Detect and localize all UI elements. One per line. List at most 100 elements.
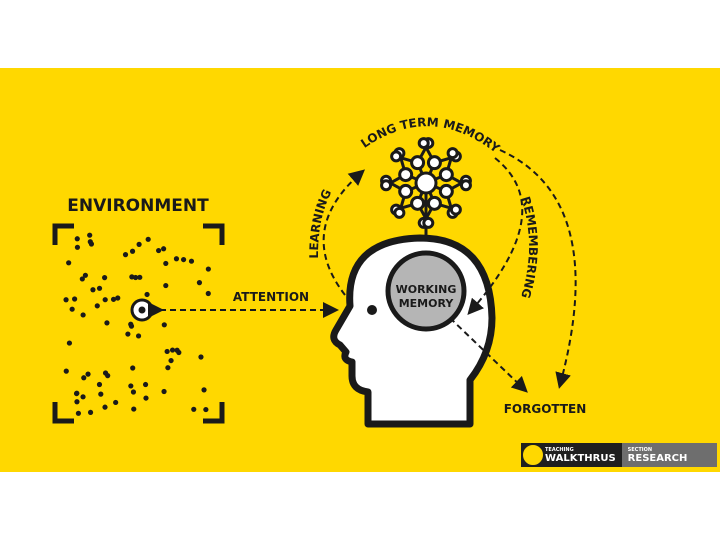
environment-dot bbox=[102, 404, 108, 410]
neuron-node bbox=[417, 137, 430, 150]
environment-dot bbox=[96, 285, 103, 291]
walkthrus-badge-icon bbox=[521, 443, 545, 467]
environment-dot bbox=[164, 348, 170, 355]
environment-dot bbox=[128, 321, 134, 327]
working-memory-label-line1: WORKING bbox=[396, 283, 457, 296]
working-memory-circle bbox=[385, 250, 467, 332]
long-term-memory-neuron-icon bbox=[380, 137, 472, 238]
environment-dot bbox=[205, 290, 211, 297]
environment-dot bbox=[156, 247, 162, 254]
neuron-node bbox=[398, 167, 414, 183]
environment-dot bbox=[168, 357, 174, 364]
environment-dot bbox=[74, 236, 80, 242]
remembering-arrow bbox=[467, 157, 524, 316]
environment-dot bbox=[191, 406, 197, 412]
environment-dot bbox=[205, 266, 211, 272]
environment-dot bbox=[69, 306, 75, 312]
environment-dot bbox=[63, 368, 69, 374]
environment-dot bbox=[163, 282, 169, 289]
environment-dot bbox=[169, 347, 176, 353]
environment-dot bbox=[174, 347, 180, 353]
neuron-node bbox=[426, 155, 442, 171]
environment-dot bbox=[129, 248, 136, 254]
working-memory-label-line2: MEMORY bbox=[399, 297, 455, 310]
environment-dot bbox=[161, 388, 167, 395]
environment-dot bbox=[145, 236, 151, 242]
environment-dot bbox=[72, 296, 78, 302]
neuron-node bbox=[410, 195, 426, 211]
ltm-forgotten-arrow bbox=[499, 149, 577, 389]
environment-dot bbox=[142, 381, 149, 388]
logo-teaching: TEACHING bbox=[545, 446, 574, 453]
environment-dot bbox=[87, 232, 93, 238]
environment-dot bbox=[115, 295, 121, 301]
environment-dot bbox=[74, 399, 80, 405]
environment-dot bbox=[136, 241, 142, 247]
environment-dot bbox=[196, 280, 203, 286]
learning-label: LEARNING bbox=[307, 187, 334, 258]
environment-dot bbox=[163, 260, 169, 267]
environment-dot bbox=[75, 410, 82, 416]
environment-dot bbox=[131, 406, 137, 412]
logo-section: SECTION bbox=[627, 446, 653, 453]
environment-dot bbox=[66, 340, 73, 346]
environment-dot bbox=[173, 256, 180, 262]
neuron-node bbox=[398, 183, 414, 199]
environment-dot bbox=[188, 258, 195, 264]
environment-dot bbox=[130, 365, 136, 371]
neuron-node bbox=[393, 206, 406, 219]
environment-dot bbox=[98, 391, 104, 397]
memory-model-diagram: ENVIRONMENT ATTENTION WORKING MEMORY LON… bbox=[52, 115, 587, 428]
attention-target-icon bbox=[130, 298, 154, 322]
environment-dot bbox=[113, 399, 119, 406]
environment-dot bbox=[180, 256, 187, 263]
environment-dot bbox=[66, 260, 72, 266]
neuron-core bbox=[414, 171, 438, 195]
neuron-node bbox=[426, 195, 442, 211]
logo-research: RESEARCH bbox=[627, 452, 688, 464]
neuron-node bbox=[422, 216, 435, 229]
environment-dot bbox=[144, 291, 150, 298]
environment-dot bbox=[81, 375, 87, 381]
environment-dot bbox=[104, 320, 110, 326]
environment-dot bbox=[137, 274, 143, 280]
environment-frame bbox=[52, 223, 225, 424]
environment-dots bbox=[63, 232, 211, 416]
diagram-canvas: ENVIRONMENT ATTENTION WORKING MEMORY LON… bbox=[0, 68, 720, 472]
environment-dot bbox=[161, 246, 167, 252]
environment-dot bbox=[102, 370, 109, 376]
wm-forgotten-arrow bbox=[449, 317, 528, 393]
environment-dot bbox=[165, 365, 171, 371]
neuron-node bbox=[438, 183, 454, 199]
environment-dot bbox=[80, 312, 86, 318]
environment-dot bbox=[133, 274, 139, 281]
environment-dot bbox=[87, 239, 93, 245]
environment-dot bbox=[128, 383, 134, 389]
environment-dot bbox=[80, 394, 86, 400]
environment-dot bbox=[82, 272, 89, 278]
forgotten-label: FORGOTTEN bbox=[504, 402, 587, 416]
environment-dot bbox=[125, 331, 131, 337]
environment-dot bbox=[79, 276, 85, 282]
environment-dot bbox=[143, 395, 149, 401]
neuron-node bbox=[380, 179, 393, 192]
environment-dot bbox=[122, 252, 129, 258]
eye-icon bbox=[367, 305, 377, 315]
environment-dot bbox=[201, 387, 207, 393]
environment-dot bbox=[96, 381, 103, 388]
neuron-node bbox=[446, 147, 459, 160]
environment-dot bbox=[85, 371, 91, 377]
long-term-memory-label: LONG TERM MEMORY bbox=[358, 115, 502, 156]
neuron-node bbox=[438, 167, 454, 183]
environment-dot bbox=[63, 297, 69, 303]
environment-dot bbox=[102, 275, 108, 281]
environment-dot bbox=[161, 322, 167, 328]
neuron-node bbox=[459, 179, 472, 192]
neuron-node bbox=[390, 150, 403, 163]
environment-dot bbox=[102, 297, 108, 303]
environment-dot bbox=[110, 296, 117, 302]
environment-dot bbox=[203, 406, 209, 413]
logo-walkthrus: WALKTHRUS bbox=[545, 452, 616, 464]
neuron-node bbox=[449, 203, 462, 216]
environment-dot bbox=[90, 287, 96, 293]
